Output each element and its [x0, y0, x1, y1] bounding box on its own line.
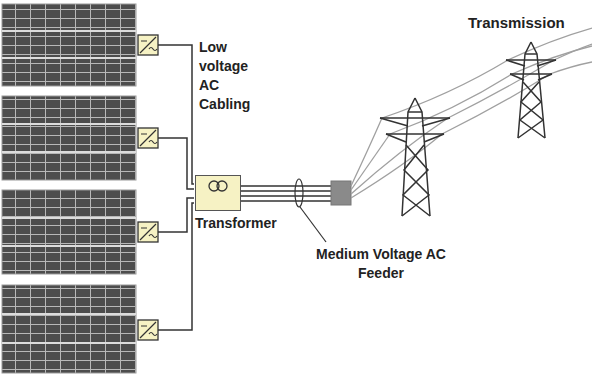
transformer-symbol	[196, 176, 240, 210]
transmission-tower	[506, 42, 556, 138]
annotation-label: Transmission	[468, 13, 565, 32]
transformer-box: Transformer	[195, 175, 277, 232]
transmission-wires	[351, 28, 592, 198]
node-label: Transformer	[195, 214, 277, 232]
low-voltage-wires	[158, 45, 194, 330]
medium-voltage-feeder	[240, 186, 331, 201]
substation-box	[331, 181, 351, 205]
solar-arrays	[2, 4, 136, 373]
leader-line	[300, 207, 326, 242]
inverter-symbols	[138, 35, 158, 340]
annotation-label: Medium Voltage AC Feeder	[306, 245, 456, 283]
annotation-label: Low voltage AC Cabling	[199, 38, 259, 114]
transmission-tower	[380, 98, 450, 216]
transformer-shape	[195, 175, 241, 211]
feeder-bundle-mark	[295, 179, 303, 207]
